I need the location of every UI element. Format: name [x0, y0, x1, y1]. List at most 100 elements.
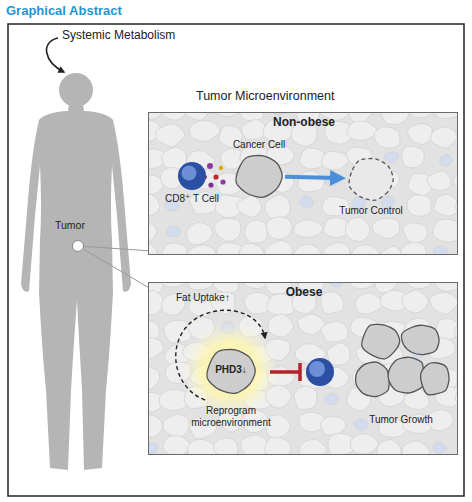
microenvironment-box: CD8⁺ T CellCancer CellTumor ControlNon-o… — [148, 112, 458, 255]
node-label: Tumor — [55, 219, 85, 231]
tissue-cell — [374, 127, 400, 148]
tissue-cell — [265, 195, 290, 219]
node-label: Cancer Cell — [233, 139, 285, 151]
tissue-cell — [245, 220, 267, 243]
cell-outline — [401, 325, 439, 354]
human-head — [59, 73, 93, 107]
tissue-cell — [298, 171, 325, 192]
tissue-cell — [300, 196, 313, 207]
box-fill — [148, 112, 458, 255]
cancer-cell: Cancer Cell — [233, 153, 285, 199]
connector — [84, 246, 148, 250]
tissue-cell — [433, 219, 458, 242]
tissue-cell — [214, 438, 238, 455]
inhibition-line — [270, 370, 299, 374]
node-label: Obese — [286, 286, 323, 300]
tissue-cell — [408, 123, 432, 144]
illustration-part — [213, 174, 218, 179]
tissue-cell — [321, 321, 348, 342]
dead-cell-shape — [346, 156, 396, 202]
tissue-cell — [213, 282, 238, 293]
tissue-cell — [440, 154, 452, 166]
tissue-cell — [148, 242, 157, 255]
tissue-cell — [240, 112, 264, 121]
node-note: Reprogram microenvironment — [185, 405, 277, 428]
tissue-cell — [403, 223, 427, 243]
tissue-cell — [401, 242, 426, 255]
cell-outline — [388, 357, 424, 393]
tissue-cell — [265, 437, 291, 455]
tissue-cell — [321, 417, 346, 435]
tissue-cell — [186, 282, 213, 290]
microenvironment-box: PHD3↓Reprogram microenvironmentTumor Gro… — [148, 282, 458, 455]
text-label: Fat Uptake↑ — [176, 292, 230, 304]
tissue-cell — [148, 338, 164, 360]
cell-outline — [207, 350, 255, 394]
tissue-cell — [430, 293, 458, 315]
cell-outline — [356, 362, 389, 397]
tissue-cell — [345, 217, 370, 241]
tissue-cell — [162, 243, 187, 255]
tissue-cell — [300, 148, 325, 169]
cell-outline — [349, 159, 393, 201]
tissue-cell — [148, 367, 160, 389]
fat-uptake-arrow — [176, 310, 265, 400]
tissue-cell — [266, 217, 292, 239]
tissue-cell — [355, 293, 383, 314]
tissue-cell — [268, 314, 294, 337]
tissue-cell — [184, 112, 209, 120]
tissue-cell — [327, 343, 350, 365]
tissue-cell — [162, 112, 186, 120]
human-body — [21, 104, 131, 470]
tissue-cell — [402, 146, 425, 167]
tissue-cell — [350, 434, 378, 454]
tissue-cell — [187, 222, 213, 244]
tissue-cell — [148, 415, 162, 438]
tissue-cell — [148, 290, 163, 314]
cell-outline — [421, 363, 449, 395]
tissue-cell — [214, 218, 240, 241]
t-cell-shape — [177, 161, 207, 191]
tissue-cell — [372, 218, 399, 238]
node-label: Non-obese — [273, 116, 335, 130]
tissue-cell — [156, 124, 185, 147]
tissue-cell — [433, 442, 446, 454]
tissue-cell — [244, 293, 270, 314]
metabolism-arrow — [47, 38, 64, 72]
text-label: Systemic Metabolism — [62, 29, 175, 43]
tissue-cell — [434, 194, 458, 216]
illustration-part — [207, 163, 213, 169]
cancer-cell: PHD3↓Reprogram microenvironment — [204, 347, 258, 395]
tissue-cell — [433, 246, 447, 255]
tumor-site-shape — [72, 240, 84, 252]
tissue-cell — [166, 226, 180, 237]
t-cell-nucleus — [309, 361, 325, 377]
illustration-part — [208, 182, 213, 187]
tumor-site: Tumor — [72, 240, 84, 252]
t-cell-body — [178, 162, 206, 190]
tissue-cell — [163, 436, 190, 455]
tissue-cell — [298, 314, 326, 334]
tissue-cell — [377, 440, 401, 455]
tissue-cell — [427, 171, 451, 191]
connector — [84, 250, 148, 288]
tissue-pattern — [148, 112, 458, 255]
tissue-cell — [351, 245, 380, 255]
tissue-cell — [402, 290, 428, 313]
dead-cell: Tumor Control — [346, 156, 396, 202]
tissue-cell — [347, 121, 377, 140]
t-cell — [306, 358, 334, 386]
t-cell-nucleus — [182, 166, 197, 181]
tissue-cell — [188, 440, 217, 455]
tissue-cell — [163, 414, 189, 437]
tissue-cell — [187, 245, 216, 255]
tissue-cell — [385, 152, 399, 163]
node-label: Tumor Growth — [369, 414, 433, 426]
tissue-cell — [300, 439, 327, 455]
tissue-cell — [237, 196, 262, 218]
tissue-cell — [242, 120, 266, 140]
tissue-cell — [148, 443, 158, 454]
yellow-glow — [182, 322, 278, 418]
illustration-part — [220, 179, 225, 184]
